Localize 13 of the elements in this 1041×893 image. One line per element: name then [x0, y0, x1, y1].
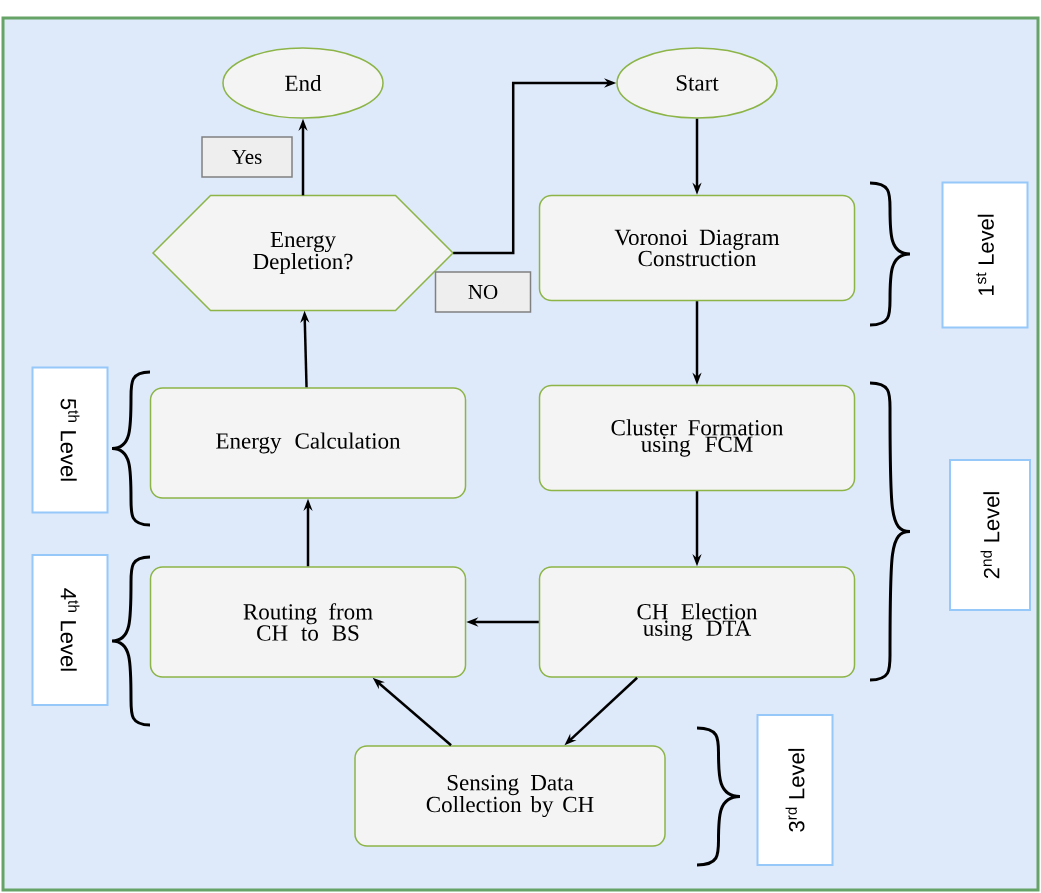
process-box: Sensing Data Collection by CH [354, 745, 666, 847]
level-label: 5$^{th}$ Level [31, 366, 109, 514]
level-label: 3$^{rd}$ Level [756, 714, 834, 866]
process-box: Cluster Formation using FCM [538, 384, 856, 492]
process-box: Voronoi Diagram Construction [538, 194, 856, 302]
edge-label: NO [434, 271, 532, 313]
process-box: Energy Calculation [149, 387, 467, 499]
level-label: 2$^{nd}$ Level [949, 459, 1031, 611]
process-box: Routing from CH to BS [149, 566, 467, 678]
edge-label: Yes [201, 136, 293, 178]
level-label: 1$^{st}$ Level [941, 181, 1029, 329]
process-box: CH Election using DTA [538, 566, 856, 678]
level-label: 4$^{th}$ Level [31, 554, 109, 706]
